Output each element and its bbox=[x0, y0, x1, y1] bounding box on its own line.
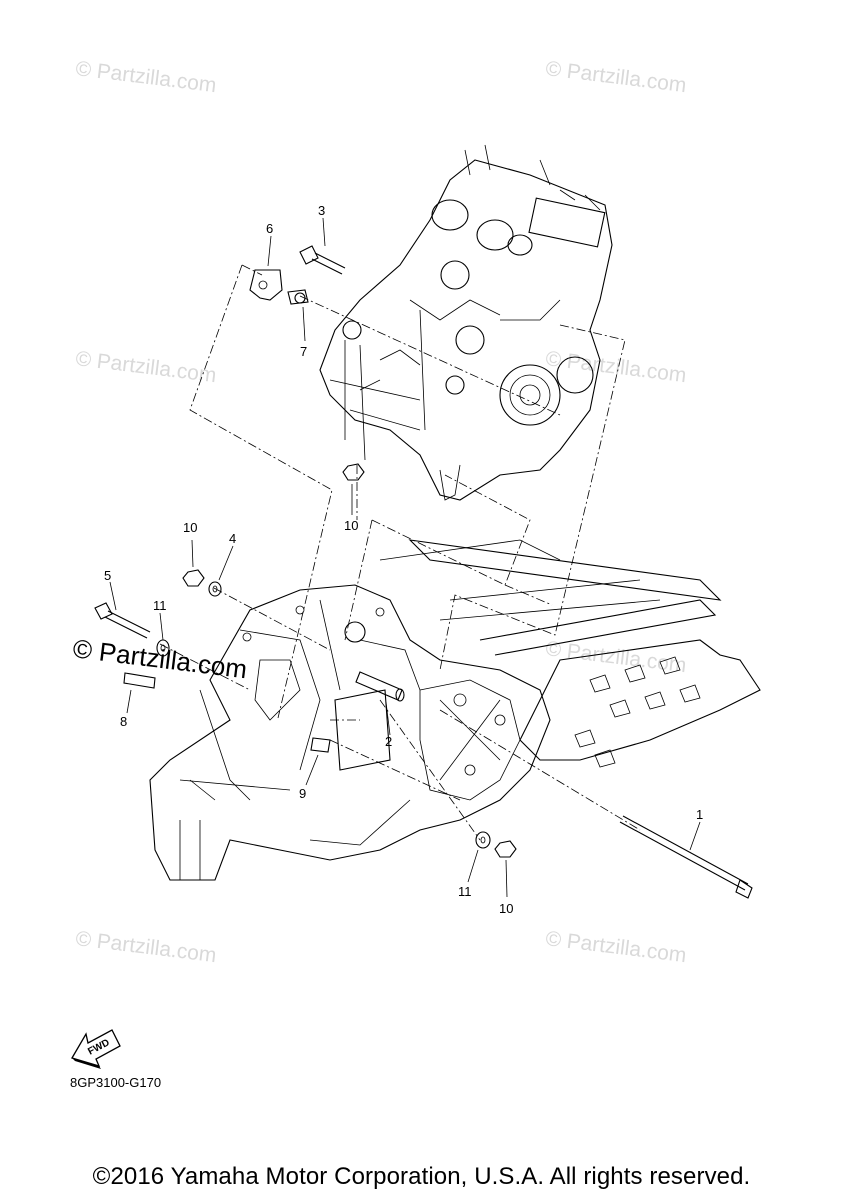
part-3-bolt bbox=[299, 245, 346, 275]
callouts: 3 6 7 10 10 4 5 11 8 2 9 1 11 10 bbox=[104, 203, 703, 916]
callout-10: 10 bbox=[344, 518, 358, 533]
part-10-nuts bbox=[182, 463, 517, 858]
part-4-washer bbox=[208, 581, 222, 597]
callout-2: 2 bbox=[385, 734, 392, 749]
callout-9: 9 bbox=[299, 786, 306, 801]
callout-7: 7 bbox=[300, 344, 307, 359]
part-7-stud bbox=[287, 289, 309, 305]
engine-illustration bbox=[319, 144, 613, 501]
part-5-bolt bbox=[94, 602, 151, 639]
tunnel-rails bbox=[379, 539, 761, 768]
callout-4: 4 bbox=[229, 531, 236, 546]
leader-lines bbox=[109, 217, 701, 898]
callout-10: 10 bbox=[183, 520, 197, 535]
watermark: © Partzilla.com bbox=[544, 347, 687, 387]
watermark: © Partzilla.com bbox=[74, 347, 217, 387]
callout-8: 8 bbox=[120, 714, 127, 729]
callout-10: 10 bbox=[499, 901, 513, 916]
watermarks: © Partzilla.com © Partzilla.com © Partzi… bbox=[71, 57, 687, 967]
callout-3: 3 bbox=[318, 203, 325, 218]
part-1-long-bolt bbox=[619, 815, 753, 899]
watermark: © Partzilla.com bbox=[544, 637, 687, 677]
part-2-collar bbox=[355, 671, 405, 702]
copyright-notice: ©2016 Yamaha Motor Corporation, U.S.A. A… bbox=[92, 1163, 751, 1190]
part-9-stud bbox=[310, 737, 331, 753]
callout-11: 11 bbox=[153, 598, 167, 613]
watermark: © Partzilla.com bbox=[74, 927, 217, 967]
callout-5: 5 bbox=[104, 568, 111, 583]
callout-1: 1 bbox=[696, 807, 703, 822]
callout-6: 6 bbox=[266, 221, 273, 236]
part-6-bracket bbox=[249, 269, 283, 301]
frame-illustration bbox=[149, 584, 551, 881]
diagram-code: 8GP3100-G170 bbox=[70, 1075, 162, 1090]
watermark: © Partzilla.com bbox=[544, 927, 687, 967]
watermark: © Partzilla.com bbox=[74, 57, 217, 97]
watermark: © Partzilla.com bbox=[544, 57, 687, 97]
assembly-lines bbox=[159, 264, 641, 841]
part-8-stud bbox=[123, 672, 156, 689]
callout-11: 11 bbox=[458, 884, 472, 899]
fwd-arrow-icon: FWD bbox=[71, 1029, 121, 1069]
